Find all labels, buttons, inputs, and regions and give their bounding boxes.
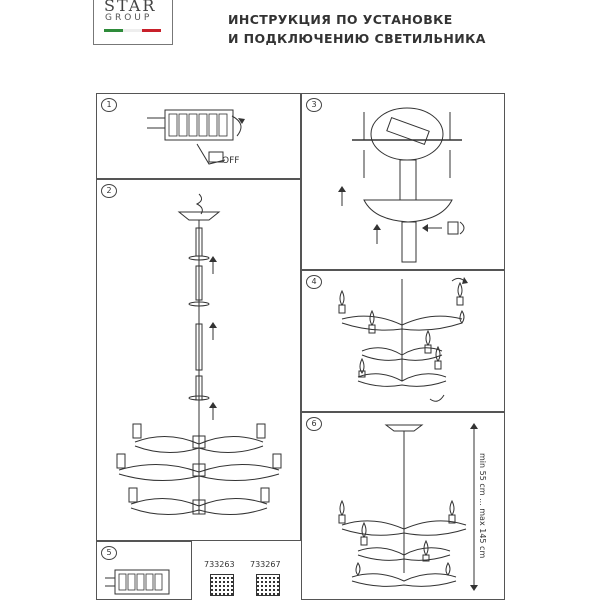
panel-4: 4 <box>301 270 505 412</box>
panel-number-6: 6 <box>306 417 322 431</box>
panel-5: 5 <box>96 541 192 600</box>
brand-logo: STAR GROUP <box>93 0 173 45</box>
final-chandelier-drawing <box>338 423 478 591</box>
panel-number-5: 5 <box>101 546 117 560</box>
height-range-label: min 55 cm ... max 145 cm <box>478 453 487 559</box>
panel-number-1: 1 <box>101 98 117 112</box>
panel-number-2: 2 <box>101 184 117 198</box>
italian-flag-stripe <box>104 29 161 32</box>
title-line-1: ИНСТРУКЦИЯ ПО УСТАНОВКЕ <box>228 12 453 27</box>
page-title: ИНСТРУКЦИЯ ПО УСТАНОВКЕ И ПОДКЛЮЧЕНИЮ СВ… <box>228 10 486 48</box>
panel-2: 2 <box>96 179 301 541</box>
off-label: OFF <box>222 156 240 166</box>
product-code-1: 733263 <box>204 560 235 569</box>
brand-group: GROUP <box>105 13 153 23</box>
title-line-2: И ПОДКЛЮЧЕНИЮ СВЕТИЛЬНИКА <box>228 31 486 46</box>
panel-number-3: 3 <box>306 98 322 112</box>
panel-number-4: 4 <box>306 275 322 289</box>
qr-code-1 <box>210 574 234 596</box>
lamp-install-drawing <box>338 277 468 402</box>
brand-name: STAR <box>104 0 157 15</box>
product-code-2: 733267 <box>250 560 281 569</box>
panel-1: 1 OFF <box>96 93 301 179</box>
qr-code-2 <box>256 574 280 596</box>
panel-6: 6 min 55 cm ... max 145 cm <box>301 412 505 600</box>
ceiling-mount-drawing <box>338 107 465 263</box>
terminal-block-drawing-2 <box>105 569 170 595</box>
terminal-block-drawing <box>147 109 245 165</box>
chandelier-assembly-drawing <box>116 193 282 516</box>
panel-3: 3 <box>301 93 505 270</box>
